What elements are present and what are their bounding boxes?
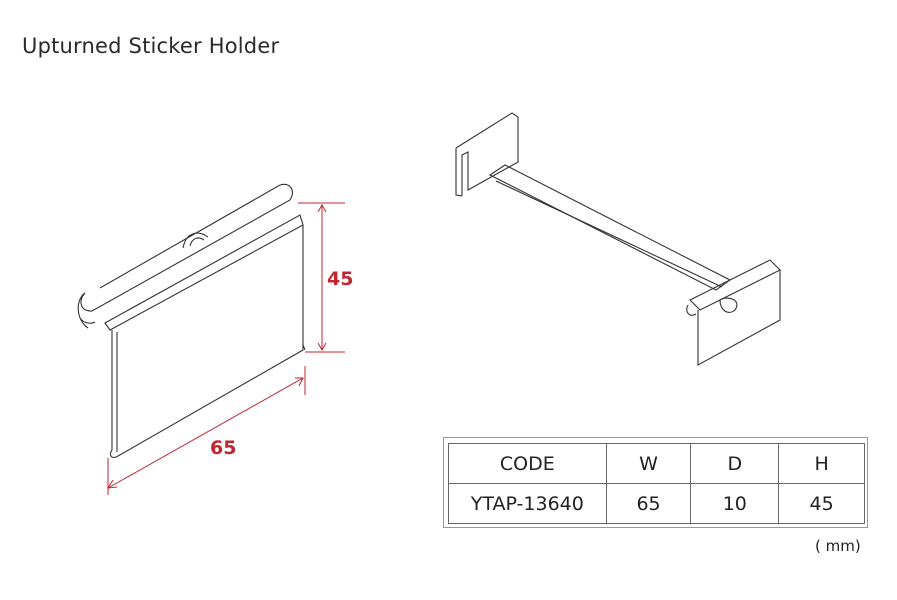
width-dimension-label: 65: [210, 437, 237, 459]
spec-table: CODE W D H YTAP-13640 65 10 45: [448, 443, 865, 524]
table-row: YTAP-13640 65 10 45: [448, 483, 865, 524]
dimension-lines: [107, 202, 345, 495]
header-h: H: [778, 443, 865, 484]
cell-w: 65: [605, 483, 692, 524]
table-header-row: CODE W D H: [448, 443, 865, 484]
cell-h: 45: [778, 483, 865, 524]
header-w: W: [605, 443, 692, 484]
hook-display-drawing: [455, 112, 781, 366]
spec-table-frame: [443, 437, 868, 528]
header-d: D: [690, 443, 780, 484]
cell-d: 10: [690, 483, 780, 524]
page-title: Upturned Sticker Holder: [22, 34, 280, 58]
height-dimension-label: 45: [327, 268, 354, 290]
unit-label: ( mm): [815, 537, 861, 555]
header-code: CODE: [448, 443, 607, 484]
cell-code: YTAP-13640: [448, 483, 607, 524]
sticker-holder-drawing: [77, 183, 306, 458]
